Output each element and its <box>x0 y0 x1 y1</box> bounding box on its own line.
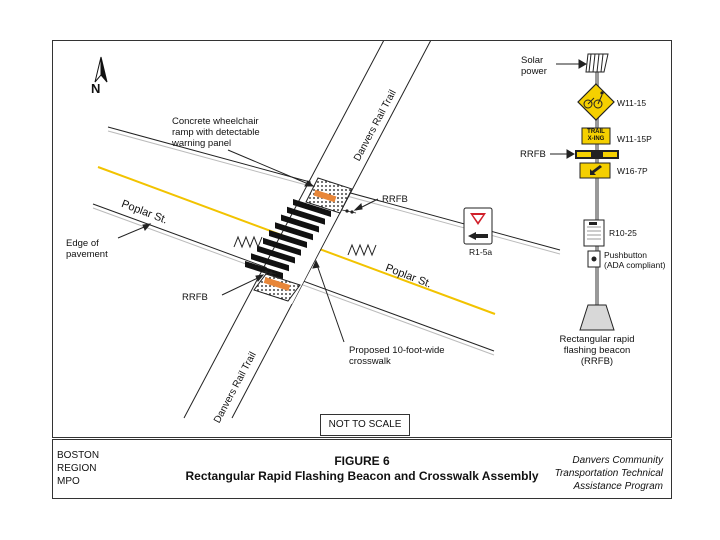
crosswalk-stripe <box>257 245 295 264</box>
w16-7p-label: W16-7P <box>617 166 648 176</box>
crosswalk-stripe <box>293 199 331 217</box>
r1-5a-sign <box>463 207 493 245</box>
push-button-sign <box>583 219 605 247</box>
trail-xing-text: TRAIL X-ING <box>587 129 605 142</box>
rrfb-assembly-label: RRFB <box>520 149 546 160</box>
crosswalk-stripe <box>269 230 307 248</box>
rrfb-light-bar <box>575 150 619 159</box>
pole-base <box>579 304 615 331</box>
figure-number: FIGURE 6 <box>334 454 390 468</box>
r1-5a-label: R1-5a <box>469 247 493 257</box>
crosswalk-stripe <box>287 206 325 225</box>
rrfb-lower-leader <box>221 275 263 296</box>
edge-of-pavement-label: Edge of pavement <box>66 238 108 260</box>
crosswalk-label: Proposed 10-foot-wide crosswalk <box>349 345 445 367</box>
title-block: BOSTON REGION MPO FIGURE 6 Rectangular R… <box>52 439 672 499</box>
r10-25-label: R10-25 <box>609 228 637 238</box>
beacon-marker-upper <box>341 209 357 214</box>
trail-right-edge <box>231 41 432 419</box>
solar-power-label: Solar power <box>521 55 547 77</box>
crosswalk-leader <box>315 261 345 343</box>
beacon-marker-lower <box>261 270 277 275</box>
north-label: N <box>91 81 101 96</box>
north-arrow <box>94 56 108 83</box>
crosswalk-stripe <box>281 214 319 233</box>
rrfb-assembly <box>575 53 619 331</box>
beacon-label: Rectangular rapid flashing beacon (RRFB) <box>559 334 635 367</box>
crosswalk-stripe <box>251 253 289 272</box>
ramp-label: Concrete wheelchair ramp with detectable… <box>172 116 260 149</box>
trail-xing-plaque <box>581 127 611 145</box>
w11-15-label: W11-15 <box>617 98 647 108</box>
ramp-leader <box>227 149 314 187</box>
w11-15p-label: W11-15P <box>617 134 652 144</box>
trail-crossing-sign-icon <box>577 83 615 121</box>
pushbutton-label: Pushbutton (ADA compliant) <box>604 250 666 270</box>
crosswalk <box>245 199 331 279</box>
not-to-scale-note: NOT TO SCALE <box>320 414 410 436</box>
crosswalk-stripe <box>245 261 283 279</box>
figure-title: Rectangular Rapid Flashing Beacon and Cr… <box>185 469 539 483</box>
org-name: BOSTON REGION MPO <box>57 450 100 487</box>
yield-line-left <box>233 235 263 249</box>
program-name: Danvers Community Transportation Technic… <box>554 455 663 492</box>
warning-panel-upper <box>313 189 337 203</box>
warning-panel-lower <box>263 277 291 291</box>
figure-title-group: FIGURE 6 Rectangular Rapid Flashing Beac… <box>53 454 671 484</box>
crosswalk-stripe <box>263 237 301 256</box>
crosswalk-stripe <box>275 222 313 241</box>
yield-line-right <box>347 243 377 257</box>
drawing-frame <box>52 40 672 438</box>
rrfb-lower-label: RRFB <box>182 292 208 303</box>
rrfb-upper-label: RRFB <box>382 194 408 205</box>
